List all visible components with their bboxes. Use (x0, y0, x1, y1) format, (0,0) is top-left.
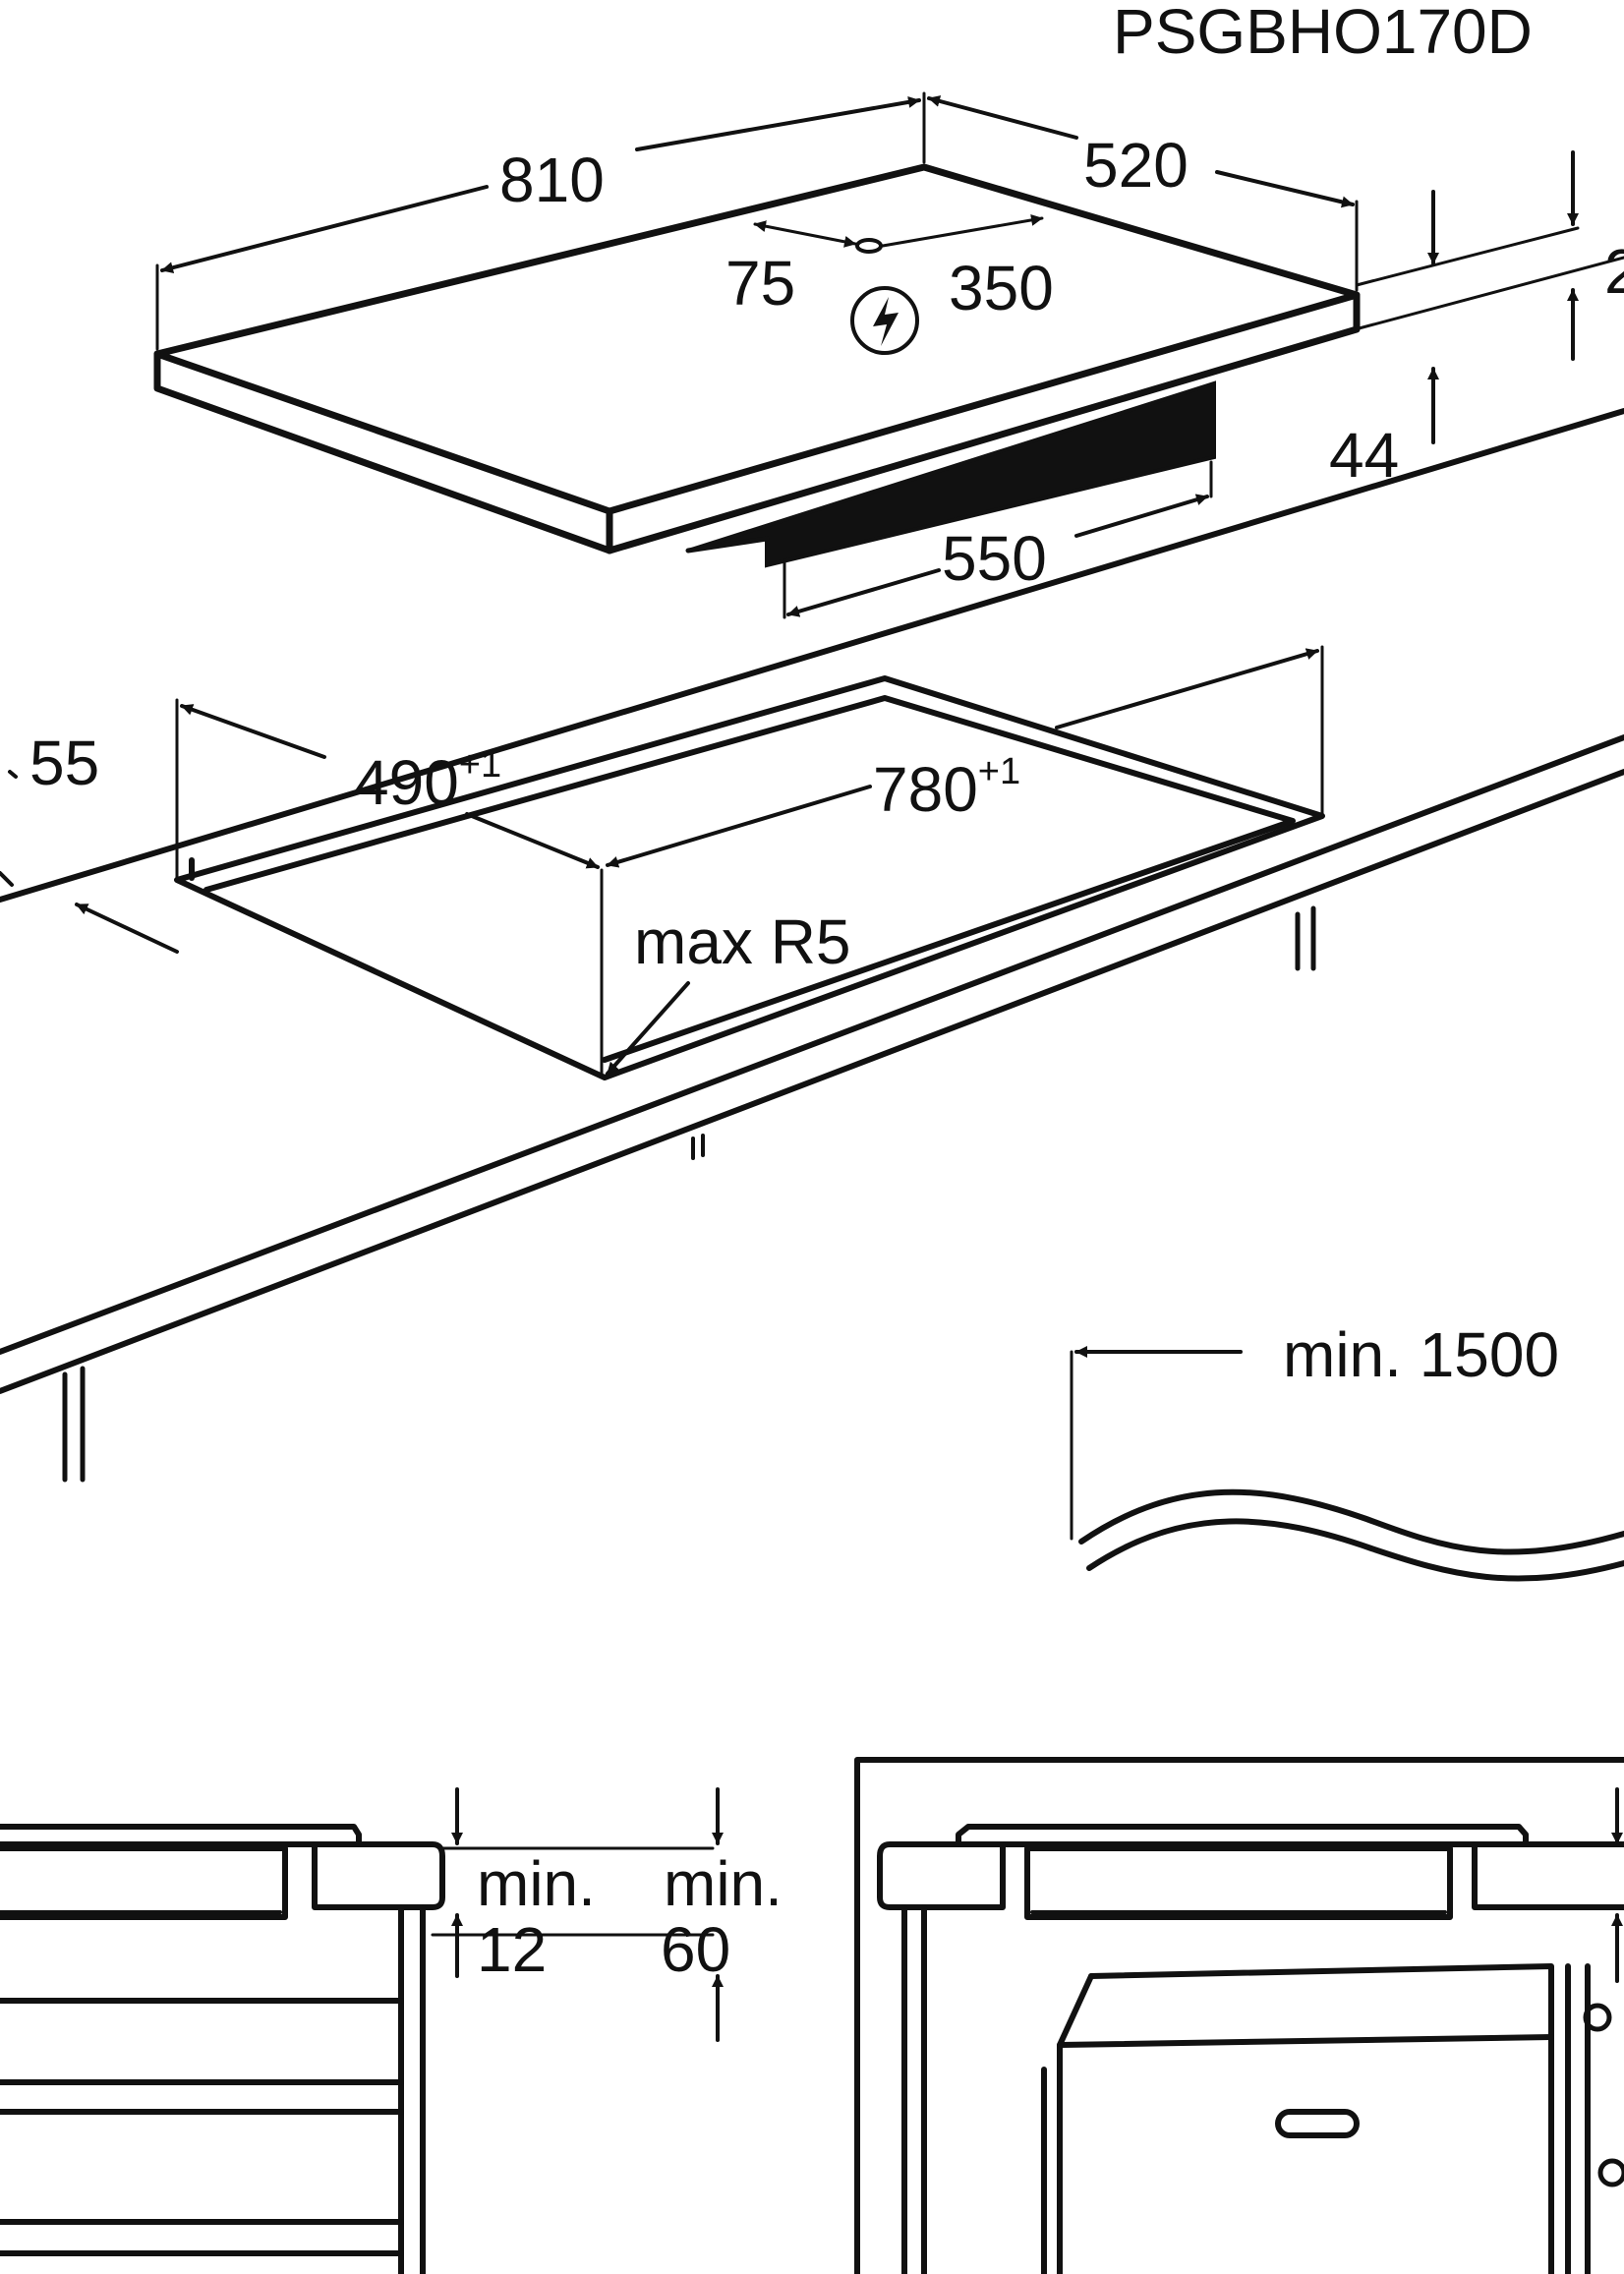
dimension-75-label: 75 (725, 248, 795, 319)
dimension-490: 490+1 (175, 698, 604, 1079)
clearance-2-label: min. (664, 1848, 783, 1919)
dimension-55-label: 55 (29, 728, 99, 798)
connection-point (855, 238, 883, 254)
model-code: PSGBHO170D (1113, 0, 1533, 67)
worktop (0, 408, 1624, 1483)
clearance-1-value: 12 (477, 1914, 547, 1985)
corner-radius-label: max R5 (634, 906, 851, 977)
dimension-550-label: 550 (942, 523, 1047, 594)
dimension-810-label: 810 (499, 145, 605, 215)
dimension-55: 55 (0, 728, 179, 954)
dimension-520: 520 (927, 95, 1359, 292)
corner-radius-callout: max R5 (606, 906, 851, 1076)
dimension-350-label: 350 (949, 253, 1054, 323)
cross-section-left: min. 12 min. 60 (0, 1787, 783, 2274)
dimension-780: 780+1 (606, 645, 1324, 868)
dimension-780-label: 780+1 (873, 751, 1020, 825)
clearance-2-value: 60 (661, 1914, 730, 1985)
dimension-550: 550 (783, 460, 1213, 619)
dimension-44-label: 44 (1329, 420, 1399, 491)
cross-section-right (854, 1757, 1624, 2274)
cutout (174, 675, 1325, 1080)
cable-length-label: min. 1500 (1283, 1319, 1559, 1390)
electrical-warning-icon (850, 286, 919, 355)
clearance-1-label: min. (477, 1848, 596, 1919)
dimension-520-label: 520 (1083, 130, 1189, 201)
cable: min. 1500 (1070, 1319, 1624, 1582)
dimension-2-label: 2 (1604, 236, 1624, 307)
dimension-2: 2 (1355, 150, 1624, 361)
dimension-connection: 75 350 (725, 213, 1054, 323)
dimension-810: 810 (155, 91, 926, 351)
dimension-490-label: 490+1 (354, 744, 501, 818)
dimension-44: 44 (1329, 256, 1624, 491)
